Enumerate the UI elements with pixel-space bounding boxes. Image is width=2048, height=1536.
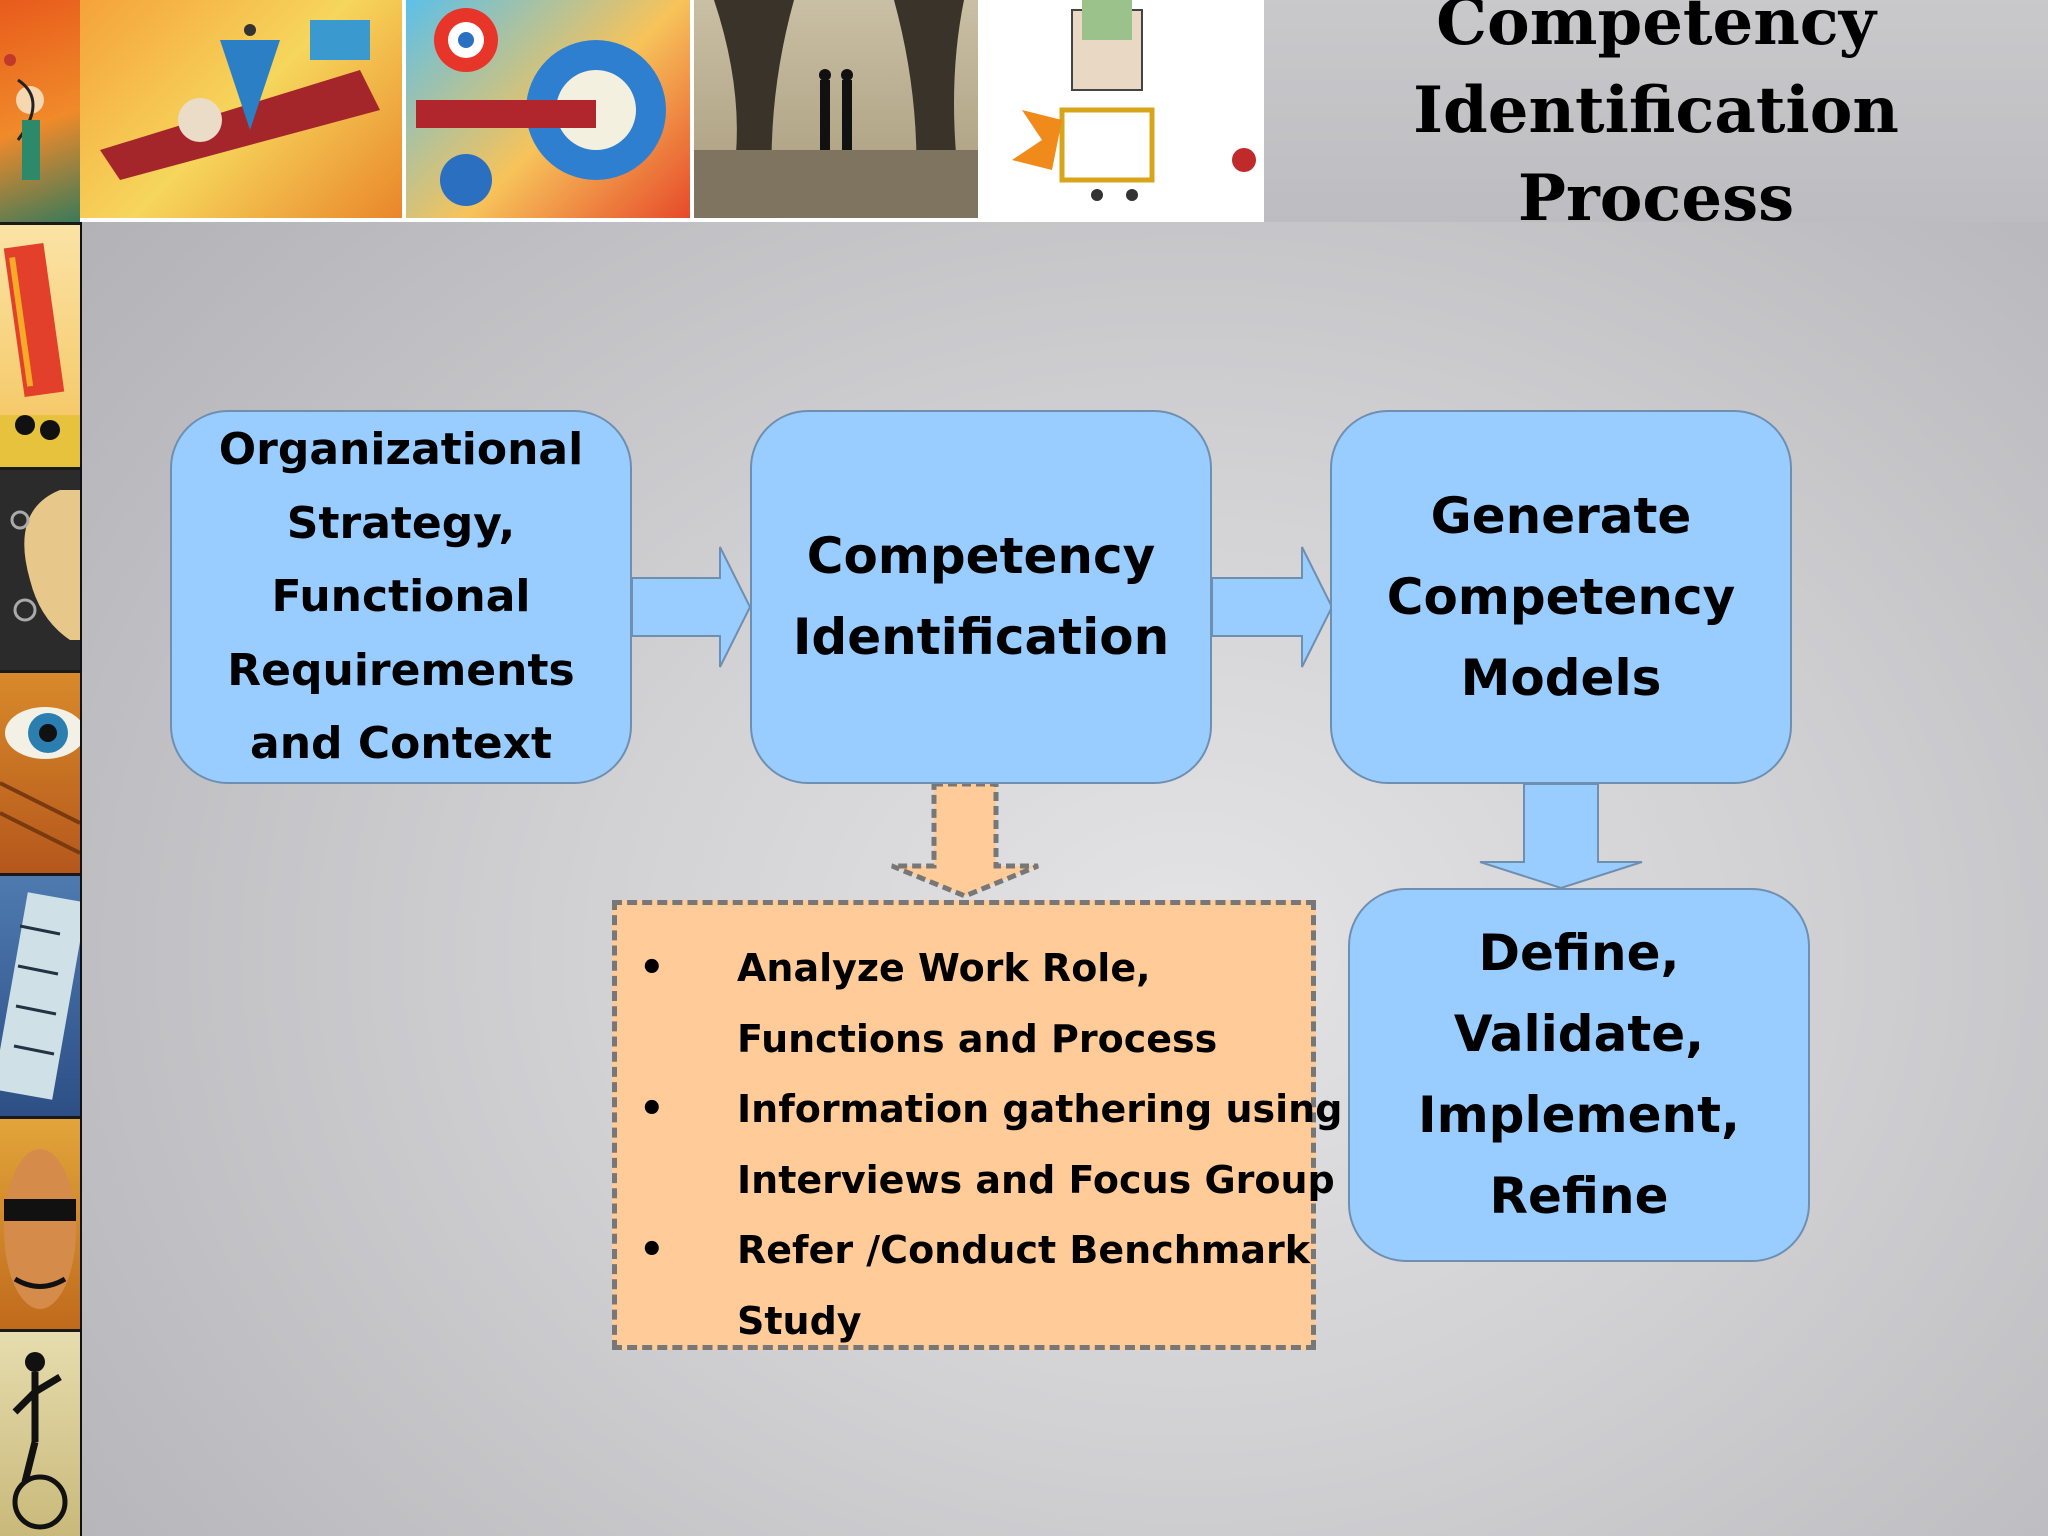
- step1-line: Requirements: [227, 644, 575, 696]
- unicyclist-image: [0, 1332, 80, 1536]
- detail-line: Interviews and Focus Group: [737, 1157, 1335, 1202]
- step-organizational-strategy: Organizational Strategy, Functional Requ…: [170, 410, 632, 784]
- detail-bullet: • Information gathering using Interviews…: [617, 1074, 1342, 1215]
- bullet-marker: •: [639, 1086, 665, 1132]
- slide-title: Competency Identification Process: [1264, 0, 2048, 236]
- step2-line: Competency: [806, 527, 1156, 585]
- detail-bullet: • Refer /Conduct Benchmark Study: [617, 1215, 1311, 1356]
- step-generate-competency-models: Generate Competency Models: [1330, 410, 1792, 784]
- title-line-1: Competency: [1436, 0, 1876, 60]
- arrow-step1-to-step2: [631, 546, 752, 668]
- competency-identification-details: • Analyze Work Role, Functions and Proce…: [612, 900, 1342, 1350]
- detail-line: Refer /Conduct Benchmark: [737, 1228, 1311, 1272]
- businessman-cart-rocket-image: [982, 0, 1264, 218]
- arrow-step2-to-step3: [1211, 546, 1334, 668]
- eye-image: [0, 673, 80, 876]
- step2-line: Identification: [792, 608, 1170, 666]
- target-collage-image: [406, 0, 690, 218]
- step4-line: Refine: [1489, 1167, 1669, 1225]
- handshake-under-trees-image: [694, 0, 978, 218]
- detail-line: Study: [737, 1298, 862, 1343]
- numbers-image: [0, 876, 80, 1119]
- step-competency-identification: Competency Identification: [750, 410, 1212, 784]
- banner-image-strip: [80, 0, 1264, 222]
- arrow-step2-to-details: [891, 781, 1039, 899]
- face-image: [0, 1119, 80, 1332]
- detail-line: Information gathering using: [737, 1087, 1343, 1131]
- step4-line: Define,: [1478, 924, 1680, 982]
- head-profile-image: [0, 470, 80, 673]
- detail-bullet: • Analyze Work Role, Functions and Proce…: [617, 933, 1311, 1074]
- detail-line: Analyze Work Role,: [737, 946, 1151, 990]
- bullet-marker: •: [639, 945, 665, 991]
- step-define-validate-implement-refine: Define, Validate, Implement, Refine: [1348, 888, 1810, 1262]
- detail-line: Functions and Process: [737, 1016, 1218, 1061]
- step3-line: Competency: [1386, 567, 1736, 626]
- step3-line: Models: [1460, 648, 1662, 707]
- image-strip: [0, 0, 82, 1536]
- aircraft-collage-image: [80, 0, 402, 218]
- step1-line: Functional: [271, 571, 531, 623]
- step1-line: Strategy,: [286, 497, 516, 549]
- skyscraper-image: [0, 225, 80, 470]
- arrow-step3-to-step4: [1479, 783, 1643, 890]
- step1-line: and Context: [250, 718, 552, 770]
- archer-image: [0, 0, 80, 225]
- bullet-marker: •: [639, 1227, 665, 1273]
- step4-line: Implement,: [1417, 1086, 1741, 1144]
- step4-line: Validate,: [1453, 1005, 1705, 1063]
- step3-line: Generate: [1430, 486, 1692, 545]
- step1-line: Organizational: [218, 424, 584, 476]
- title-line-2: Identification Process: [1413, 73, 1899, 236]
